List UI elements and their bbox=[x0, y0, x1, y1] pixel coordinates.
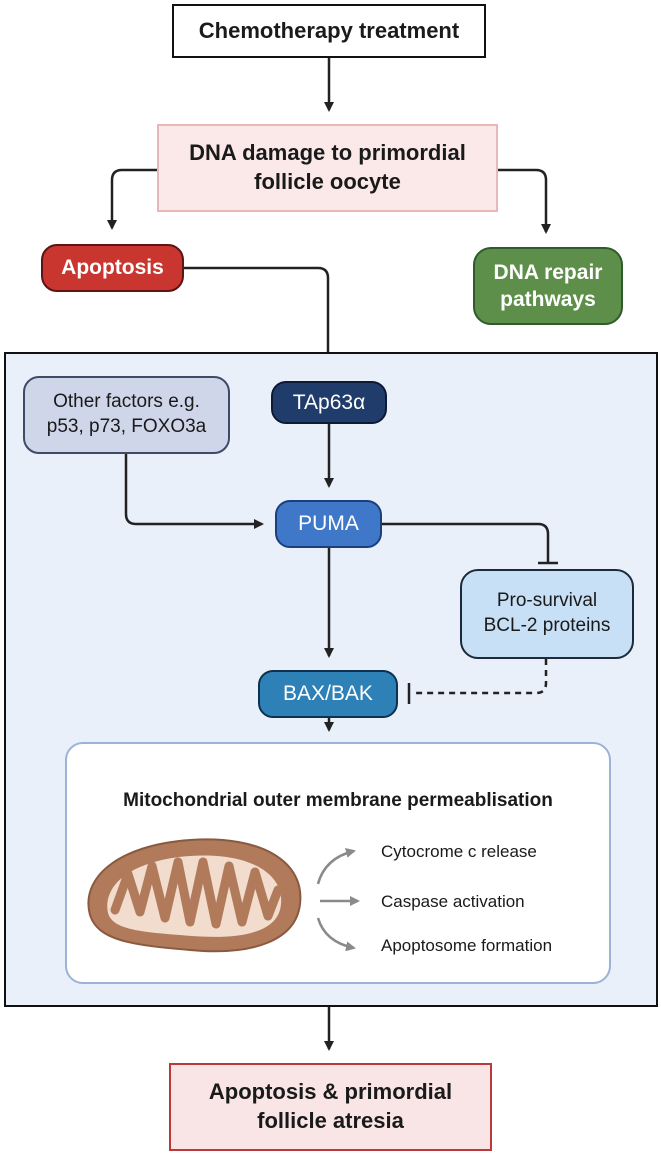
tap63-label: TAp63α bbox=[292, 390, 366, 414]
dna-damage-label-line-2: follicle oocyte bbox=[254, 169, 401, 194]
dna-repair-label-line-1: DNA repair bbox=[493, 260, 603, 284]
chemotherapy-treatment-box: Chemotherapy treatment bbox=[172, 4, 486, 58]
bcl2-node: Pro-survival BCL-2 proteins bbox=[460, 569, 634, 659]
dna-repair-label-line-2: pathways bbox=[500, 288, 596, 311]
chemotherapy-treatment-label: Chemotherapy treatment bbox=[198, 17, 460, 43]
arrow-dna-damage-to-apoptosis bbox=[107, 168, 157, 230]
other-factors-node: Other factors e.g. p53, p73, FOXO3a bbox=[23, 376, 230, 454]
bcl2-label-line-2: BCL-2 proteins bbox=[483, 615, 611, 636]
dna-damage-box: DNA damage to primordial follicle oocyte bbox=[157, 124, 498, 212]
tap63-node: TAp63α bbox=[271, 381, 387, 424]
baxbak-node: BAX/BAK bbox=[258, 670, 398, 718]
line-apoptosis-to-panel bbox=[184, 266, 330, 352]
baxbak-label: BAX/BAK bbox=[283, 682, 373, 706]
inhibit-puma-to-bcl2 bbox=[382, 522, 550, 562]
momp-title: Mitochondrial outer membrane permeablisa… bbox=[123, 790, 553, 811]
other-factors-label-line-1: Other factors e.g. bbox=[53, 391, 200, 413]
other-factors-label-line-2: p53, p73, FOXO3a bbox=[46, 416, 207, 437]
bcl2-label-line-1: Pro-survival bbox=[496, 590, 598, 612]
final-outcome-label-line-1: Apoptosis & primordial bbox=[208, 1079, 453, 1105]
dna-damage-label-line-1: DNA damage to primordial bbox=[189, 140, 466, 166]
arrow-to-cytochrome bbox=[316, 848, 356, 885]
final-outcome-label-line-2: follicle atresia bbox=[257, 1108, 404, 1133]
outcome-caspase-activation: Caspase activation bbox=[381, 892, 525, 911]
arrow-dna-damage-to-dna-repair bbox=[498, 168, 551, 234]
puma-label: PUMA bbox=[298, 512, 359, 536]
puma-node: PUMA bbox=[275, 500, 382, 548]
outcome-apoptosome-formation: Apoptosome formation bbox=[381, 936, 553, 955]
apoptosis-node: Apoptosis bbox=[41, 244, 184, 292]
final-outcome-box: Apoptosis & primordial follicle atresia bbox=[169, 1063, 492, 1151]
inhibit-bcl2-to-baxbak bbox=[412, 659, 548, 695]
mitochondrion-icon bbox=[87, 838, 302, 953]
arrow-other-factors-to-puma bbox=[124, 454, 264, 529]
apoptosis-label: Apoptosis bbox=[61, 256, 164, 280]
outcome-cytochrome-c-release: Cytocrome c release bbox=[381, 842, 537, 861]
dna-repair-node: DNA repair pathways bbox=[473, 247, 623, 325]
arrow-to-apoptosome bbox=[316, 917, 356, 952]
